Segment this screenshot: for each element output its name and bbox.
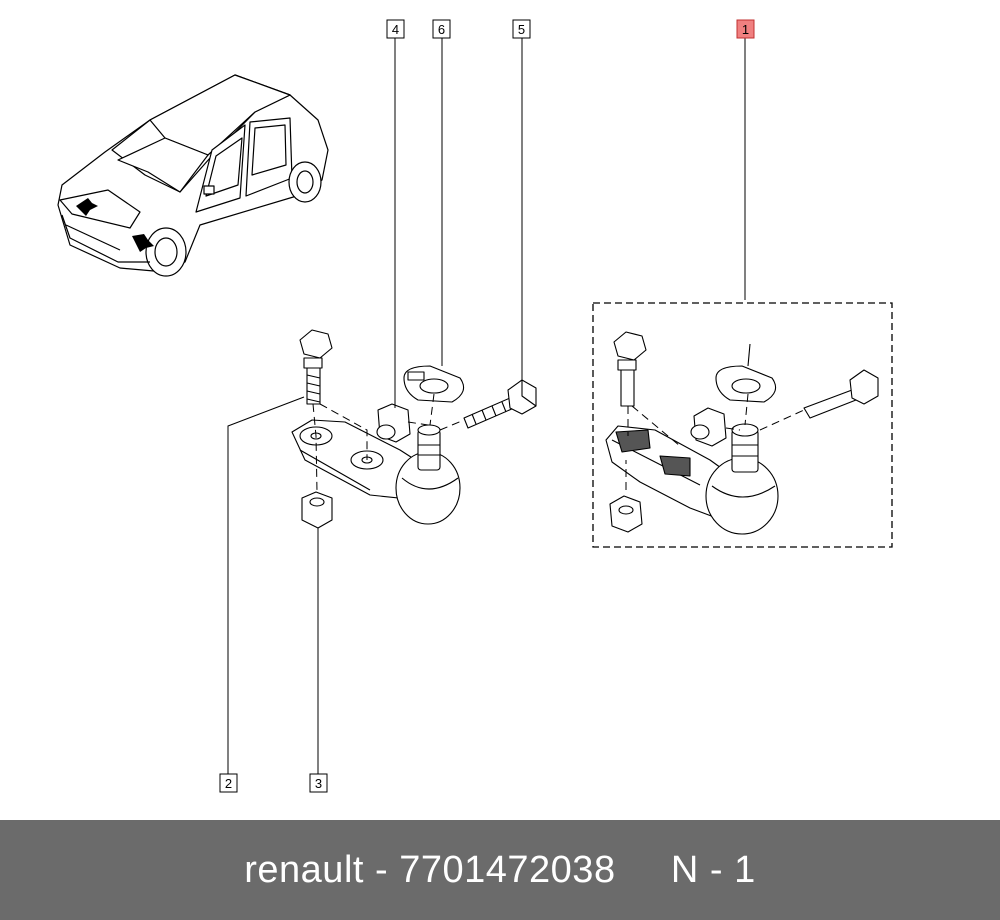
assembly-alignment-dashes [312,393,465,493]
callout-box-5: 5 [512,19,531,39]
car-illustration [57,74,329,277]
callout-box-3-frame [309,773,328,793]
footer-gap [616,849,671,891]
footer-part-number: 7701472038 [399,848,616,891]
footer-caption: renault - 7701472038 N - 1 [244,849,755,892]
callout-box-1-frame [736,19,755,39]
callout-box-5-frame [512,19,531,39]
assembled-alignment-dashes [625,393,805,490]
callout-box-2: 2 [219,773,238,793]
callout-box-2-frame [219,773,238,793]
callout-box-4-frame [386,19,405,39]
assembled-ball-joint [605,331,879,535]
callout-label-5: 5 [518,22,525,37]
exploded-parts-diagram: 1 2 3 4 5 6 [57,19,893,793]
callout-label-2: 2 [225,776,232,791]
callout-box-6: 6 [432,19,451,39]
callout-box-1: 1 [736,19,755,39]
callout-box-3: 3 [309,773,328,793]
headlight-pointer-arrows [76,198,154,252]
leader-line-2 [227,396,305,774]
footer-brand: renault [244,848,364,891]
callout-leader-lines [227,38,746,774]
callout-label-3: 3 [315,776,322,791]
callout-label-4: 4 [392,22,399,37]
assembled-part-frame [592,302,893,548]
footer-note: N - 1 [670,848,756,891]
callout-label-6: 6 [438,22,445,37]
footer-bar: renault - 7701472038 N - 1 [0,820,1000,920]
footer-separator: - [363,848,400,891]
exploded-assembly [291,329,537,529]
callout-label-1: 1 [742,22,749,37]
callout-box-6-frame [432,19,451,39]
callout-box-4: 4 [386,19,405,39]
